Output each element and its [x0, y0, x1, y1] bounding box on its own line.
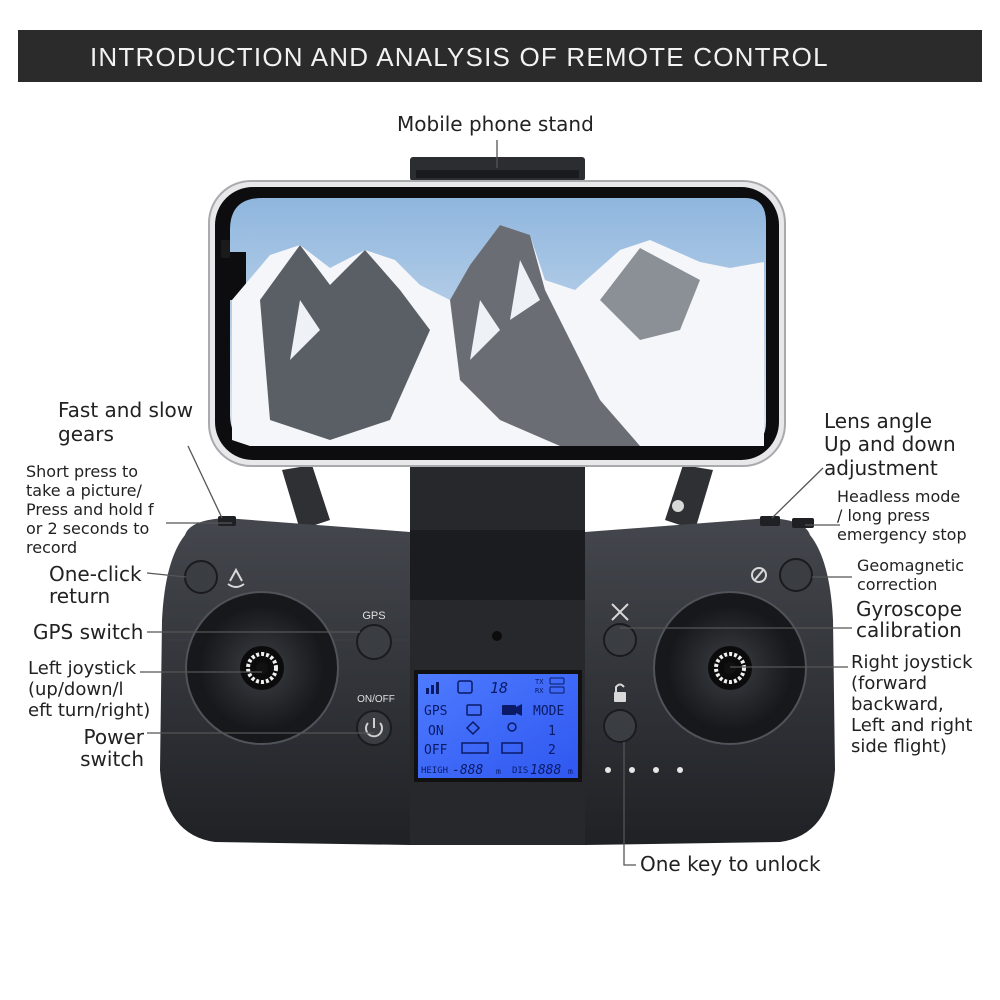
leader-lines — [140, 140, 852, 866]
power-button-label: ON/OFF — [357, 694, 395, 705]
label-right-joystick: Right joystick (forward backward, Left a… — [851, 652, 973, 758]
right-joystick[interactable] — [653, 591, 807, 745]
headless-icon — [501, 742, 523, 754]
lcd-on-label: ON — [428, 724, 444, 739]
camera-icon — [466, 704, 482, 716]
lcd-mode-2: 2 — [548, 743, 556, 758]
lcd-tx-label: TX — [535, 678, 544, 686]
lcd-rx-label: RX — [535, 687, 544, 695]
lcd-screen: 18 TX RX GPS MODE ON 1 OFF 2 HEIGH -888 … — [414, 670, 582, 782]
center-column — [410, 455, 585, 845]
unlock-button[interactable] — [603, 709, 637, 743]
lcd-off-label: OFF — [424, 743, 448, 758]
label-power-switch: Power switch — [80, 725, 144, 772]
video-icon — [502, 705, 516, 715]
indicator-light — [492, 631, 502, 641]
label-one-click-return: One-click return — [49, 562, 142, 609]
lcd-height-value: -888 — [452, 763, 483, 778]
label-phone-stand: Mobile phone stand — [397, 112, 594, 136]
lcd-distance-unit: m — [568, 767, 573, 776]
lcd-mode-label: MODE — [533, 704, 564, 719]
one-click-return-button[interactable] — [184, 560, 218, 594]
mobile-phone — [208, 180, 786, 467]
speed-gear-button[interactable] — [218, 516, 236, 526]
header-banner: INTRODUCTION AND ANALYSIS OF REMOTE CONT… — [18, 30, 982, 82]
label-photo-record: Short press to take a picture/ Press and… — [26, 462, 154, 557]
label-geomagnetic: Geomagnetic correction — [857, 556, 965, 595]
gps-button[interactable] — [356, 624, 392, 660]
signal-icon — [426, 682, 439, 694]
phone-clamp — [410, 157, 585, 181]
label-left-joystick: Left joystick (up/down/l eft turn/right) — [28, 658, 151, 722]
speed-level-icon — [461, 742, 489, 754]
unlock-icon — [614, 683, 626, 702]
lcd-gps-label: GPS — [424, 704, 447, 719]
gyroscope-button[interactable] — [603, 623, 637, 657]
compass-icon — [751, 567, 767, 583]
lcd-distance-value: 1888 — [530, 763, 561, 778]
lcd-height-unit: m — [496, 767, 501, 776]
battery-indicator-dots — [605, 767, 683, 773]
label-lens-angle: Lens angle Up and down adjustment — [824, 409, 956, 480]
label-speed-gears: Fast and slow gears — [58, 398, 194, 446]
label-gyroscope: Gyroscope calibration — [856, 597, 963, 642]
sd-card-icon — [457, 680, 473, 694]
headless-mode-button[interactable] — [792, 518, 814, 528]
label-unlock: One key to unlock — [640, 852, 821, 876]
lcd-signal-value: 18 — [490, 679, 508, 697]
lcd-height-label: HEIGH — [421, 766, 448, 776]
geomagnetic-button[interactable] — [779, 558, 813, 592]
location-icon — [507, 722, 517, 732]
lcd-distance-label: DIS — [512, 766, 528, 776]
left-joystick[interactable] — [185, 591, 339, 745]
gyro-icon — [465, 720, 481, 736]
rx-battery-icon — [549, 686, 565, 694]
lcd-mode-1: 1 — [548, 724, 556, 739]
power-icon — [365, 718, 383, 738]
label-gps-switch: GPS switch — [33, 620, 144, 644]
page-title: INTRODUCTION AND ANALYSIS OF REMOTE CONT… — [90, 42, 829, 72]
phone-holder-arms — [282, 465, 713, 530]
drone-icon — [611, 603, 629, 621]
lens-angle-wheel[interactable] — [760, 516, 780, 526]
tx-battery-icon — [549, 677, 565, 685]
return-home-icon — [227, 567, 245, 588]
label-headless-mode: Headless mode / long press emergency sto… — [837, 487, 967, 545]
gps-button-label: GPS — [362, 610, 385, 622]
